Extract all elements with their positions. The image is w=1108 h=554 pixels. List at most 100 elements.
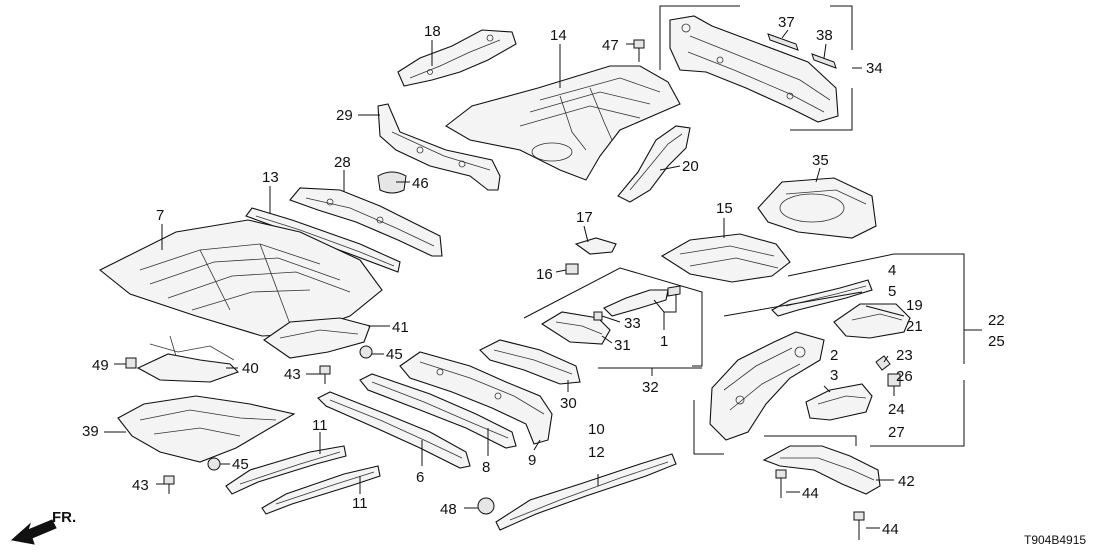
group-bracket-34	[659, 5, 862, 131]
part-43-bolt-lower	[163, 475, 175, 494]
callout-44-lower: 44	[882, 521, 899, 538]
part-43-bolt-upper	[319, 365, 331, 384]
callout-48: 48	[440, 501, 457, 518]
part-48-nut	[477, 497, 495, 515]
callout-6: 6	[416, 469, 424, 486]
callout-47: 47	[602, 37, 619, 54]
part-49-bolt	[125, 357, 137, 369]
callout-28: 28	[334, 154, 351, 171]
part-39-floor-lower-panel	[117, 395, 296, 463]
callout-38: 38	[816, 27, 833, 44]
callout-4: 4	[888, 262, 896, 279]
callout-17: 17	[576, 209, 593, 226]
part-35-spare-tire-well	[757, 177, 877, 239]
part-33-clip	[593, 311, 603, 321]
callout-29: 29	[336, 107, 353, 124]
callout-14: 14	[550, 27, 567, 44]
part-2-3-bracket	[805, 383, 873, 421]
callout-2: 2	[830, 347, 838, 364]
callout-7: 7	[156, 207, 164, 224]
callout-12: 12	[588, 444, 605, 461]
part-9-floor-frame	[399, 351, 553, 445]
part-45-nut-upper	[359, 345, 373, 359]
part-41-floor-sub-panel	[263, 317, 371, 359]
callout-10: 10	[588, 421, 605, 438]
part-31-bracket	[540, 311, 611, 345]
part-11-side-sill-lower	[261, 465, 381, 515]
callout-43-upper: 43	[284, 366, 301, 383]
callout-39: 39	[82, 423, 99, 440]
part-37-strip	[767, 33, 799, 51]
callout-11-lower: 11	[352, 495, 368, 512]
front-arrow-icon	[10, 519, 57, 545]
part-19-21-bracket	[833, 303, 911, 339]
part-1-gusset	[603, 285, 681, 317]
part-11-side-sill-upper	[225, 445, 347, 495]
callout-24: 24	[888, 401, 905, 418]
part-18-brace	[397, 29, 517, 87]
callout-20: 20	[682, 158, 699, 175]
part-44-bolt-lower	[853, 511, 865, 540]
part-8-frame-rail	[359, 373, 517, 449]
callout-1: 1	[660, 333, 668, 350]
callout-34: 34	[866, 60, 883, 77]
part-20-side-brace	[617, 125, 691, 203]
part-47-bolt	[633, 39, 645, 62]
part-42-cross-bracket	[762, 445, 881, 495]
callout-18: 18	[424, 23, 441, 40]
callout-42: 42	[898, 473, 915, 490]
part-30-cross-member	[479, 339, 581, 385]
front-direction-indicator: FR.	[10, 509, 76, 545]
part-10-12-side-sill	[495, 453, 677, 531]
part-34-rear-panel	[669, 15, 839, 123]
callout-21: 21	[906, 318, 923, 335]
part-7-front-floor-panel	[98, 219, 383, 337]
part-38-strip	[811, 53, 837, 69]
part-29-rear-cross-member	[377, 103, 501, 191]
group-bracket-32	[523, 267, 703, 376]
part-40-bracket	[136, 335, 240, 383]
front-direction-label: FR.	[52, 509, 76, 526]
callout-9: 9	[528, 452, 536, 469]
callout-35: 35	[812, 152, 829, 169]
callout-8: 8	[482, 459, 490, 476]
callout-26: 26	[896, 368, 913, 385]
part-6-frame-rail	[317, 391, 471, 469]
part-45-nut-lower	[207, 457, 221, 471]
callout-11-upper: 11	[312, 417, 328, 434]
callout-15: 15	[716, 200, 733, 217]
callout-46: 46	[412, 175, 429, 192]
callout-labels: 18 14 47 37 38 34 29 20 28 46 35 13 7 17…	[82, 14, 1005, 538]
callout-22: 22	[988, 312, 1005, 329]
callout-5: 5	[888, 283, 896, 300]
callout-27: 27	[888, 424, 905, 441]
callout-3: 3	[830, 367, 838, 384]
part-22-25-side-frame	[709, 331, 825, 441]
callout-31: 31	[614, 337, 631, 354]
group-bracket-22-25	[693, 253, 982, 455]
part-14-rear-floor-panel	[445, 65, 681, 181]
diagram-code: T904B4915	[1024, 533, 1086, 547]
part-23-26-tab	[875, 355, 891, 371]
callout-33: 33	[624, 315, 641, 332]
callout-16: 16	[536, 266, 553, 283]
part-17-bracket	[574, 237, 617, 255]
callout-37: 37	[778, 14, 795, 31]
callout-41: 41	[392, 319, 409, 336]
callout-13: 13	[262, 169, 279, 186]
callout-30: 30	[560, 395, 577, 412]
callout-32: 32	[642, 379, 659, 396]
callout-19: 19	[906, 297, 923, 314]
callout-25: 25	[988, 333, 1005, 350]
callout-49: 49	[92, 357, 109, 374]
part-15-middle-floor-panel	[660, 233, 791, 283]
callout-44-upper: 44	[802, 485, 819, 502]
callout-40: 40	[242, 360, 259, 377]
callout-45-lower: 45	[232, 456, 249, 473]
part-16-clip	[565, 263, 579, 275]
callout-43-lower: 43	[132, 477, 149, 494]
part-46-grommet	[377, 171, 407, 194]
part-28-cross-member	[289, 187, 443, 257]
callout-23: 23	[896, 347, 913, 364]
